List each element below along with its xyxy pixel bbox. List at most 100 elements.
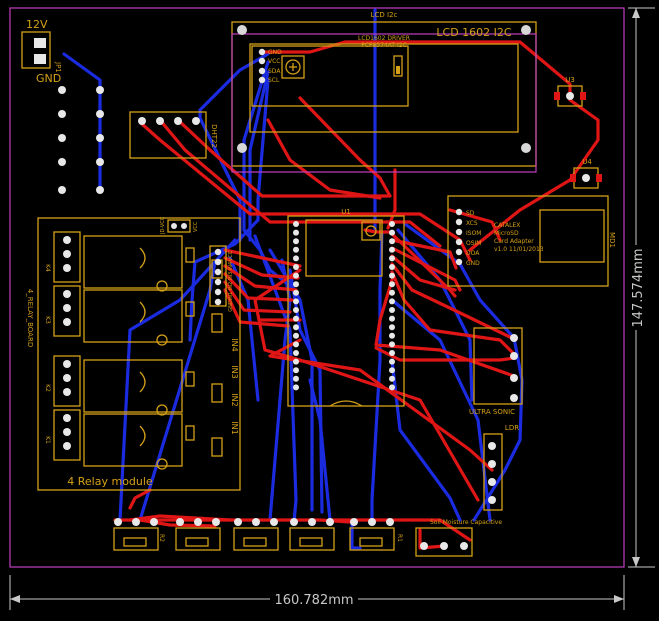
board-width-label: 160.782mm bbox=[274, 593, 353, 608]
sd-line4: v1.0 11/01/2013 bbox=[494, 246, 544, 253]
sd-pin-4: DOA bbox=[466, 250, 480, 257]
potentiometer-pad bbox=[150, 518, 158, 526]
mcu-pin bbox=[389, 315, 395, 322]
relay-channel-2: K2 bbox=[44, 384, 51, 392]
potentiometer bbox=[349, 518, 395, 551]
u4-ref-label: U4 bbox=[582, 158, 592, 166]
mcu-pin bbox=[389, 375, 395, 382]
relay-input-1: IN3 bbox=[230, 365, 239, 378]
mcu-pin bbox=[293, 238, 299, 245]
resistor-label-r1: R1 bbox=[396, 534, 403, 542]
potentiometer-pad bbox=[270, 518, 278, 526]
u3-component: U3 bbox=[554, 76, 586, 107]
mcu-u1: U1 bbox=[287, 208, 405, 407]
sd-pin-2: ISOM bbox=[466, 230, 481, 237]
top-copper-layer bbox=[113, 40, 600, 550]
potentiometer-pad bbox=[368, 518, 376, 526]
relay-channel-0: K4 bbox=[44, 264, 51, 272]
mcu-pin bbox=[389, 289, 395, 296]
lcd-driver-line2: PCF8574AT I2C bbox=[361, 42, 407, 49]
ldr-title: LDR bbox=[505, 424, 519, 432]
ldr-sensor: LDR bbox=[483, 424, 519, 511]
potentiometer-pad bbox=[326, 518, 334, 526]
lcd-module: LCD I2c LCD 1602 I2C LCD1602 DRIVER PCF8… bbox=[231, 11, 537, 173]
potentiometer-pad bbox=[132, 518, 140, 526]
resistor-row: R2 R1 bbox=[113, 518, 403, 551]
lcd-ref-label: LCD I2c bbox=[371, 11, 398, 19]
potentiometer-pad bbox=[308, 518, 316, 526]
relay-header-pin-2: IN3 bbox=[228, 272, 234, 280]
mcu-pin bbox=[293, 324, 299, 331]
lcd-driver-line1: LCD1602 DRIVER bbox=[358, 35, 410, 42]
potentiometer-pad bbox=[234, 518, 242, 526]
dht-ref-label: DHT22 bbox=[210, 124, 218, 148]
sd-line3: Card Adapter bbox=[494, 238, 534, 245]
ultrasonic-sensor: ULTRA SONIC bbox=[469, 327, 523, 416]
mcu-pin bbox=[389, 264, 395, 270]
relay-terminal-pad bbox=[63, 290, 71, 298]
mcu-pin bbox=[389, 272, 395, 279]
power-voltage-label: 12V bbox=[26, 18, 48, 31]
mcu-pin bbox=[293, 315, 299, 322]
board-outline bbox=[9, 7, 625, 568]
board-height-label: 147.574mm bbox=[631, 248, 646, 327]
potentiometer bbox=[113, 518, 159, 551]
sd-ref-label: MD1 bbox=[608, 232, 616, 248]
relay-terminal-pad bbox=[63, 442, 71, 450]
potentiometer bbox=[289, 518, 335, 551]
mcu-pin bbox=[389, 332, 395, 339]
mcu-pin bbox=[293, 298, 299, 305]
power-connector: 12V GND JP1 bbox=[21, 18, 62, 85]
mcu-pin bbox=[389, 255, 395, 262]
relay-module: 4_RELAY_BOARD 4 Relay module JD-VCC VCC … bbox=[26, 216, 241, 491]
mcu-pin bbox=[293, 272, 299, 279]
relay-ref-label: 4_RELAY_BOARD bbox=[26, 289, 34, 347]
relay-input-2: IN2 bbox=[230, 393, 239, 406]
relay-terminal-pad bbox=[63, 250, 71, 258]
relay-terminal-pad bbox=[63, 414, 71, 422]
relay-title: 4 Relay module bbox=[67, 475, 153, 488]
relay-terminal-pad bbox=[63, 374, 71, 382]
lcd-pin-vcc: VCC bbox=[268, 58, 280, 65]
sd-pin-3: OSIM bbox=[466, 240, 481, 247]
relay-input-3: IN1 bbox=[230, 421, 239, 434]
relay-terminal-pad bbox=[63, 264, 71, 272]
relay-header-pin-0: VCC bbox=[228, 250, 234, 261]
mcu-pin bbox=[389, 229, 395, 236]
sd-line2: MicroSD bbox=[494, 230, 519, 237]
relay-jumper-label-a: JD-VCC bbox=[160, 216, 166, 235]
mcu-pin bbox=[293, 350, 299, 356]
potentiometer-pad bbox=[114, 518, 122, 526]
mcu-pin bbox=[389, 350, 395, 356]
relay-terminal-pad bbox=[63, 428, 71, 436]
mcu-pin bbox=[389, 307, 395, 313]
soil-title: Soil Moisture Capacitive bbox=[430, 519, 502, 526]
mcu-pin bbox=[293, 307, 299, 313]
lcd-pin-gnd: GND bbox=[268, 49, 282, 56]
dimension-horizontal: 160.782mm bbox=[9, 575, 625, 610]
mcu-pin bbox=[293, 289, 299, 296]
power-ref-label: JP1 bbox=[54, 61, 62, 73]
u4-component: U4 bbox=[570, 158, 602, 189]
power-ground-label: GND bbox=[36, 72, 61, 85]
mcu-pin bbox=[389, 358, 395, 365]
relay-header-pin-4: IN1 bbox=[228, 292, 234, 300]
potentiometer bbox=[233, 518, 279, 551]
relay-terminal-pad bbox=[63, 360, 71, 368]
relay-header-pin-1: IN4 bbox=[228, 262, 234, 270]
mcu-pin bbox=[389, 384, 395, 391]
mcu-pin bbox=[293, 367, 299, 374]
relay-channel-block bbox=[53, 409, 223, 470]
u3-ref-label: U3 bbox=[565, 76, 575, 84]
relay-terminal-pad bbox=[63, 236, 71, 244]
ultrasonic-title: ULTRA SONIC bbox=[469, 408, 515, 416]
mcu-pin bbox=[293, 375, 299, 382]
potentiometer-pad bbox=[176, 518, 184, 526]
relay-terminal-pad bbox=[63, 388, 71, 396]
mcu-pin bbox=[293, 332, 299, 339]
lcd-pin-sda: SDA bbox=[268, 68, 281, 75]
potentiometer-pad bbox=[212, 518, 220, 526]
mcu-pin bbox=[389, 246, 395, 253]
lcd-pin-scl: SCL bbox=[268, 77, 280, 84]
mcu-pin bbox=[293, 255, 299, 262]
